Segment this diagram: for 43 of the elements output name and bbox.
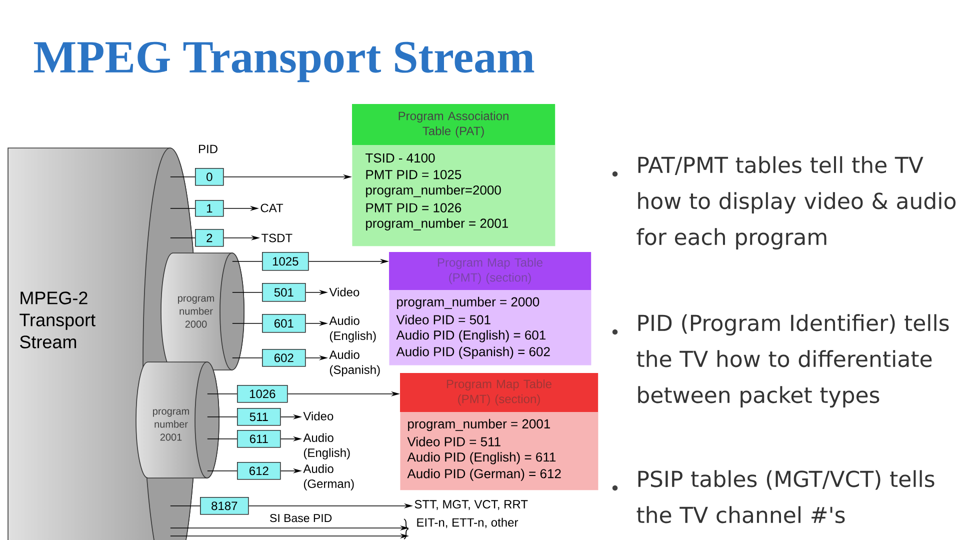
title: MPEG Transport Stream — [34, 42, 534, 82]
pid-box: 501 — [262, 283, 306, 302]
pid-box: 511 — [237, 408, 281, 426]
stream-label: CAT — [260, 204, 284, 212]
cylinder: program number 2001 — [136, 362, 220, 478]
bullet-text: PSIP tables (MGT/VCT) tells the TV channel #'s — [636, 470, 934, 524]
pid-box: 1025 — [262, 252, 309, 271]
table-row: Audio PID (English) = 601 — [396, 330, 546, 342]
column-heading: PID — [199, 144, 218, 154]
pid-box: 2 — [195, 228, 224, 247]
stream-label: STT, MGT, VCT, RRT — [414, 500, 528, 510]
cylinder: program number 2000 — [160, 252, 244, 370]
table-row: Audio PID (English) = 611 — [407, 452, 556, 464]
pid-box: 611 — [237, 430, 281, 448]
pid-box: 601 — [262, 314, 306, 333]
table-row: program_number = 2001 — [366, 218, 508, 230]
stream-label: EIT-n, ETT-n, other — [417, 518, 518, 528]
table-row: program_number=2000 — [366, 185, 501, 198]
pid-box: 1 — [195, 200, 224, 217]
bullet-text: PAT/PMT tables tell the TV how to display video & audio for each program — [636, 156, 956, 250]
table-row: Video PID = 501 — [396, 314, 490, 324]
table-row: TSID - 4100 — [366, 153, 435, 163]
pid-box: 612 — [237, 462, 281, 480]
pid-box: 8187 — [200, 496, 249, 515]
pid-box: 1026 — [237, 385, 288, 403]
bullet-text: PID (Program Identifier) tells the TV how to differentiate between packet types — [636, 314, 949, 408]
stream-label: TSDT — [261, 234, 292, 242]
table-row: Video PID = 511 — [407, 436, 500, 446]
table-row: Audio PID (German) = 612 — [407, 468, 561, 481]
edge-label: SI Base PID — [270, 514, 332, 522]
table-row: program_number = 2000 — [397, 296, 540, 310]
table-row: Audio PID (Spanish) = 602 — [396, 346, 550, 359]
table-row: program_number = 2001 — [408, 418, 550, 432]
stream-label: Audio (Spanish) — [329, 350, 380, 376]
stream-label: Video — [303, 412, 334, 420]
pid-box: 602 — [262, 348, 306, 367]
table-row: PMT PID = 1026 — [366, 203, 462, 212]
pid-box: 0 — [195, 168, 224, 186]
table-row: PMT PID = 1025 — [366, 170, 462, 180]
stream-label: Audio (English) — [329, 316, 376, 342]
stream-label: Video — [329, 288, 360, 296]
stream-label: Audio (English) — [303, 433, 350, 460]
stream-label: Audio (German) — [303, 464, 354, 490]
